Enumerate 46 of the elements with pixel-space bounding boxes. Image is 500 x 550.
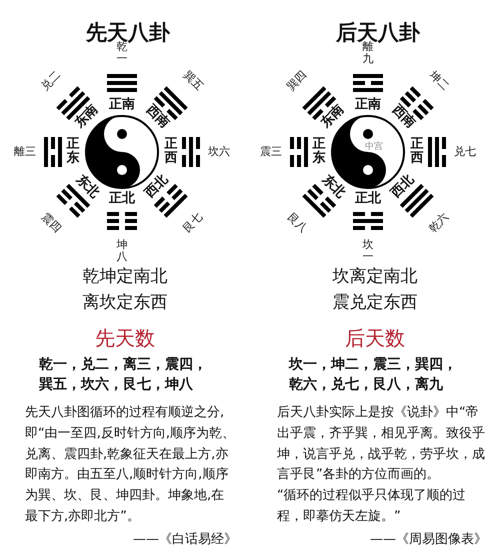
number-list: 坎一，坤二，震三，巽四，乾六，兑七，艮八，离九: [289, 354, 461, 396]
direction-label: 正北: [355, 192, 381, 206]
trigram-label: 震三: [260, 146, 282, 158]
trigram-label: 離九: [362, 40, 374, 66]
trigram-label: 乾一: [116, 40, 128, 66]
trigram-label: 艮八: [285, 210, 310, 235]
trigram-label: 坤二: [426, 69, 451, 94]
direction-label: 正东: [312, 138, 326, 166]
trigram-label: 巽五: [180, 69, 205, 94]
center-label: 中宫: [365, 143, 383, 153]
trigram-label: 坎一: [362, 238, 374, 264]
direction-label: 正西: [164, 138, 178, 166]
trigram-label: 兑二: [39, 69, 64, 94]
mnemonic-text: 离坎定东西: [82, 294, 168, 312]
direction-label: 东北: [72, 173, 101, 202]
trigram-label: 坎六: [208, 146, 230, 158]
mnemonic-text: 坎离定南北: [332, 268, 418, 286]
direction-label: 正南: [109, 98, 135, 112]
direction-label: 正北: [109, 192, 135, 206]
direction-label: 正东: [66, 138, 80, 166]
description-paragraph: 先天八卦图循环的过程有顺逆之分,即“由一至四,反时针方向,顺序为乾、兑离、震四卦,乾象征天在最上方,亦即南方。由五至八,顺时针方向,顺序为巽、坎、艮、坤四卦。坤象地,在最下方,亦即北方”。: [25, 404, 236, 526]
description-paragraph: 后天八卦实际上是按《说卦》中“帝出乎震，齐乎巽，相见乎离。致役乎坤，说言乎兑，战乎乾，劳乎坎，成言乎艮”各卦的方位而画的。: [277, 404, 486, 484]
trigram-label: 離三: [14, 146, 36, 158]
trigram-label: 震四: [39, 210, 64, 235]
source-citation: ——《周易图像表》: [369, 530, 487, 548]
trigram-label: 艮七: [180, 210, 205, 235]
trigram-label: 巽四: [285, 69, 310, 94]
section-heading: 先天数: [95, 327, 155, 349]
direction-label: 东北: [318, 173, 347, 202]
description-paragraph: “循环的过程似乎只体现了顺的过程，即摹仿天左旋。”: [277, 487, 467, 526]
source-citation: ——《白话易经》: [132, 530, 237, 548]
trigram-label: 兑七: [454, 146, 476, 158]
direction-label: 正南: [355, 98, 381, 112]
direction-label: 西南: [389, 102, 418, 131]
direction-label: 正西: [410, 138, 424, 166]
direction-label: 西北: [143, 173, 172, 202]
number-list: 乾一，兑二，离三，震四，巽五，坎六，艮七，坤八: [39, 354, 211, 396]
direction-label: 东南: [72, 102, 101, 131]
direction-label: 西北: [389, 173, 418, 202]
direction-label: 东南: [318, 102, 347, 131]
mnemonic-text: 震兑定东西: [332, 294, 418, 312]
section-heading: 后天数: [345, 327, 405, 349]
trigram-label: 乾六: [426, 210, 451, 235]
direction-label: 西南: [143, 102, 172, 131]
trigram-label: 坤八: [116, 238, 128, 264]
mnemonic-text: 乾坤定南北: [82, 268, 168, 286]
